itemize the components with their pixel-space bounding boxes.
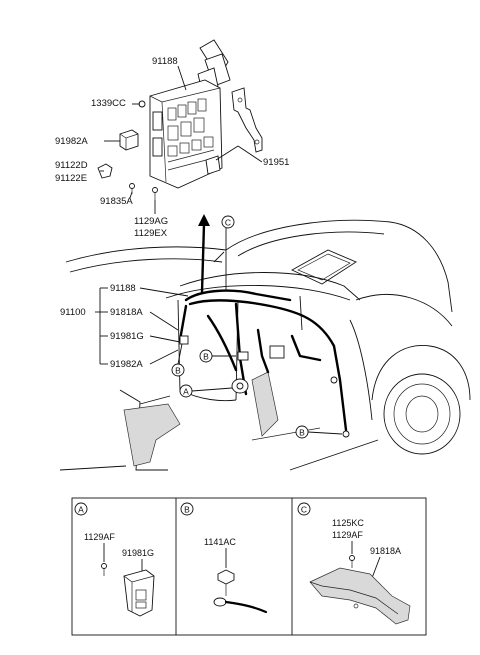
label-bracket-91951: 91951 <box>263 157 289 168</box>
label-clip-91835A: 91835A <box>100 196 133 207</box>
bracket-91951-illustration <box>231 87 263 153</box>
detail-a-bolt-label: 1129AF <box>84 532 115 542</box>
detail-c-protector-label: 91818A <box>370 546 401 556</box>
label-screw-1339CC: 1339CC <box>91 98 126 109</box>
wiring-harness-illustration <box>178 214 350 438</box>
clip-91122-illustration <box>97 163 113 179</box>
detail-c-bolt1-label: 1125KC <box>332 518 364 528</box>
label-clip-91122E: 91122E <box>55 173 87 184</box>
detail-b-letter: B <box>184 505 190 515</box>
callout-c-main: C <box>221 215 235 290</box>
callout-b-mid: B <box>199 349 236 363</box>
callout-a-main: A <box>179 384 233 398</box>
svg-text:B: B <box>203 352 209 362</box>
detail-c-letter: C <box>301 505 307 515</box>
detail-panels <box>71 497 427 636</box>
car-body-illustration <box>59 219 471 471</box>
svg-text:A: A <box>183 387 189 397</box>
label-relay-91982A-top: 91982A <box>55 136 88 147</box>
label-bolt-1129AG: 1129AG <box>134 216 168 227</box>
junction-box-illustration <box>149 39 231 189</box>
detail-a-bracket-label: 91981G <box>122 548 154 558</box>
label-bolt-1129EX: 1129EX <box>134 228 168 239</box>
label-junction-box: 91188 <box>152 56 178 67</box>
label-assembly-91100: 91100 <box>60 307 86 318</box>
label-list-91188: 91188 <box>110 283 136 294</box>
assembly-bracket-lines <box>95 287 189 365</box>
detail-a: A 1129AF 91981G <box>74 502 155 617</box>
label-list-91981G: 91981G <box>110 331 144 342</box>
detail-c: C 1125KC 1129AF 91818A <box>297 502 411 625</box>
callout-b-right: B <box>295 425 343 439</box>
detail-c-bolt2-label: 1129AF <box>332 530 363 540</box>
detail-a-letter: A <box>78 505 84 515</box>
label-list-91982A: 91982A <box>110 359 143 370</box>
svg-text:C: C <box>225 218 231 228</box>
callout-b-left: B <box>171 343 185 377</box>
svg-text:B: B <box>175 366 181 376</box>
detail-b: B 1141AC <box>180 502 268 614</box>
label-list-91818A: 91818A <box>110 307 143 318</box>
label-clip-91122D: 91122D <box>55 160 88 171</box>
detail-b-bolt-label: 1141AC <box>204 537 236 547</box>
relay-91982A-illustration <box>119 129 139 151</box>
bolt-1129AG-illustration <box>152 187 158 200</box>
svg-text:B: B <box>299 428 305 438</box>
leader-lines-top <box>100 65 263 214</box>
